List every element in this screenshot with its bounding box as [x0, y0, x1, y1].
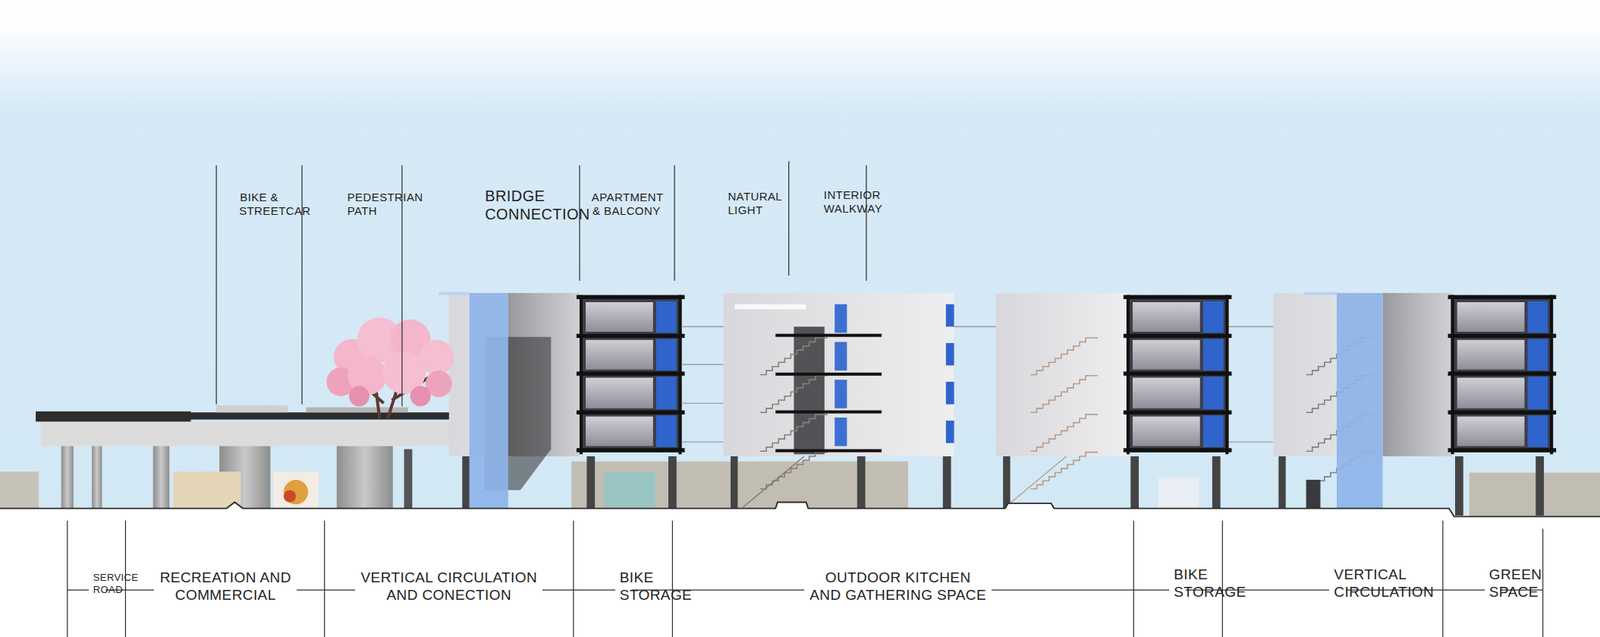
section-label: RECREATION AND COMMERCIAL — [154, 568, 297, 605]
leader-lines — [67, 160, 1544, 637]
section-label: PEDESTRIAN PATH — [345, 189, 357, 219]
section-label: GREEN SPACE — [1484, 565, 1502, 602]
ground — [0, 502, 1600, 637]
section-label: NATURAL LIGHT — [726, 188, 737, 218]
section-label: INTERIOR WALKWAY — [822, 187, 834, 217]
section-label: BIKE STORAGE — [1169, 565, 1186, 602]
apartment-block-4 — [1273, 292, 1557, 516]
section-label: SERVICE ROAD — [88, 570, 106, 596]
section-label: VERTICAL CIRCULATION AND CONECTION — [355, 568, 543, 605]
section-label: OUTDOOR KITCHEN AND GATHERING SPACE — [804, 568, 992, 605]
apartment-block-1 — [438, 292, 1274, 509]
section-label: VERTICAL CIRCULATION — [1329, 565, 1346, 602]
cherry-tree — [326, 317, 454, 419]
elevated-deck — [35, 405, 456, 510]
ground-line — [0, 502, 1600, 517]
section-label: BIKE & STREETCAR — [237, 189, 281, 219]
apartment-block-3 — [996, 292, 1233, 509]
sky — [0, 0, 1600, 516]
section-label: BRIDGE CONNECTION — [483, 185, 494, 224]
apartment-block-2 — [723, 292, 955, 509]
section-label: APARTMENT & BALCONY — [590, 189, 664, 219]
section-label: BIKE STORAGE — [615, 568, 632, 605]
